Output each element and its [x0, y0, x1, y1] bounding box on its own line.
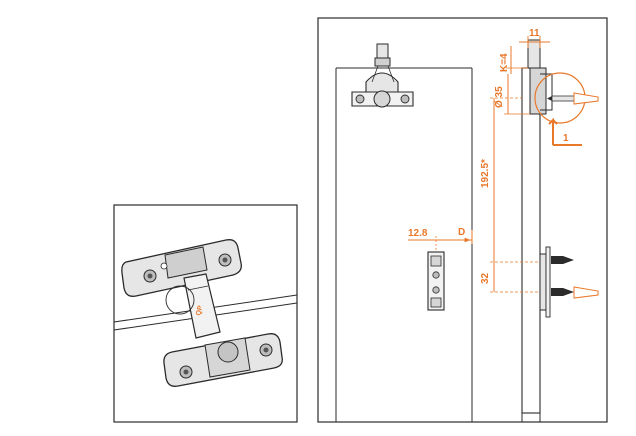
- k-dimension: K=4: [499, 46, 528, 74]
- plate-offset-dimension: 12.8 D: [408, 227, 473, 252]
- plate-height-dimension: 32: [480, 261, 546, 293]
- cabinet-door-front-view: [335, 67, 473, 422]
- mounting-plate-front-view: [427, 251, 445, 311]
- hinge-arm: QP: [165, 273, 221, 339]
- hinge-cup-plate: [163, 333, 283, 387]
- step-number: 1: [563, 133, 569, 144]
- d-label: D: [458, 227, 465, 238]
- top-offset-value: 11: [529, 28, 540, 39]
- step-arrow: 1: [548, 117, 582, 146]
- cup-diameter-dimension: Ø 35: [494, 74, 530, 115]
- brand-logo: QP: [195, 305, 204, 317]
- cabinet-side-profile: [521, 67, 541, 422]
- hinge-spacing-value: 192.5*: [480, 159, 491, 188]
- concealed-hinge-closeup: QP: [113, 239, 298, 387]
- top-offset-dimension: 11: [519, 28, 550, 48]
- mounting-plate-profile: [539, 246, 599, 318]
- screw-callout: [534, 72, 599, 124]
- hinge-mounting-plate: [121, 239, 242, 297]
- cup-diameter-value: Ø 35: [494, 86, 505, 108]
- hinge-cup-profile: [527, 39, 553, 115]
- installation-frame: [317, 17, 608, 423]
- plate-height-value: 32: [480, 272, 491, 284]
- plate-offset-value: 12.8: [408, 228, 428, 239]
- hinge-spacing-dimension: 192.5*: [480, 97, 522, 262]
- door-hinge-top-view: [351, 43, 414, 108]
- k-value: K=4: [499, 53, 510, 72]
